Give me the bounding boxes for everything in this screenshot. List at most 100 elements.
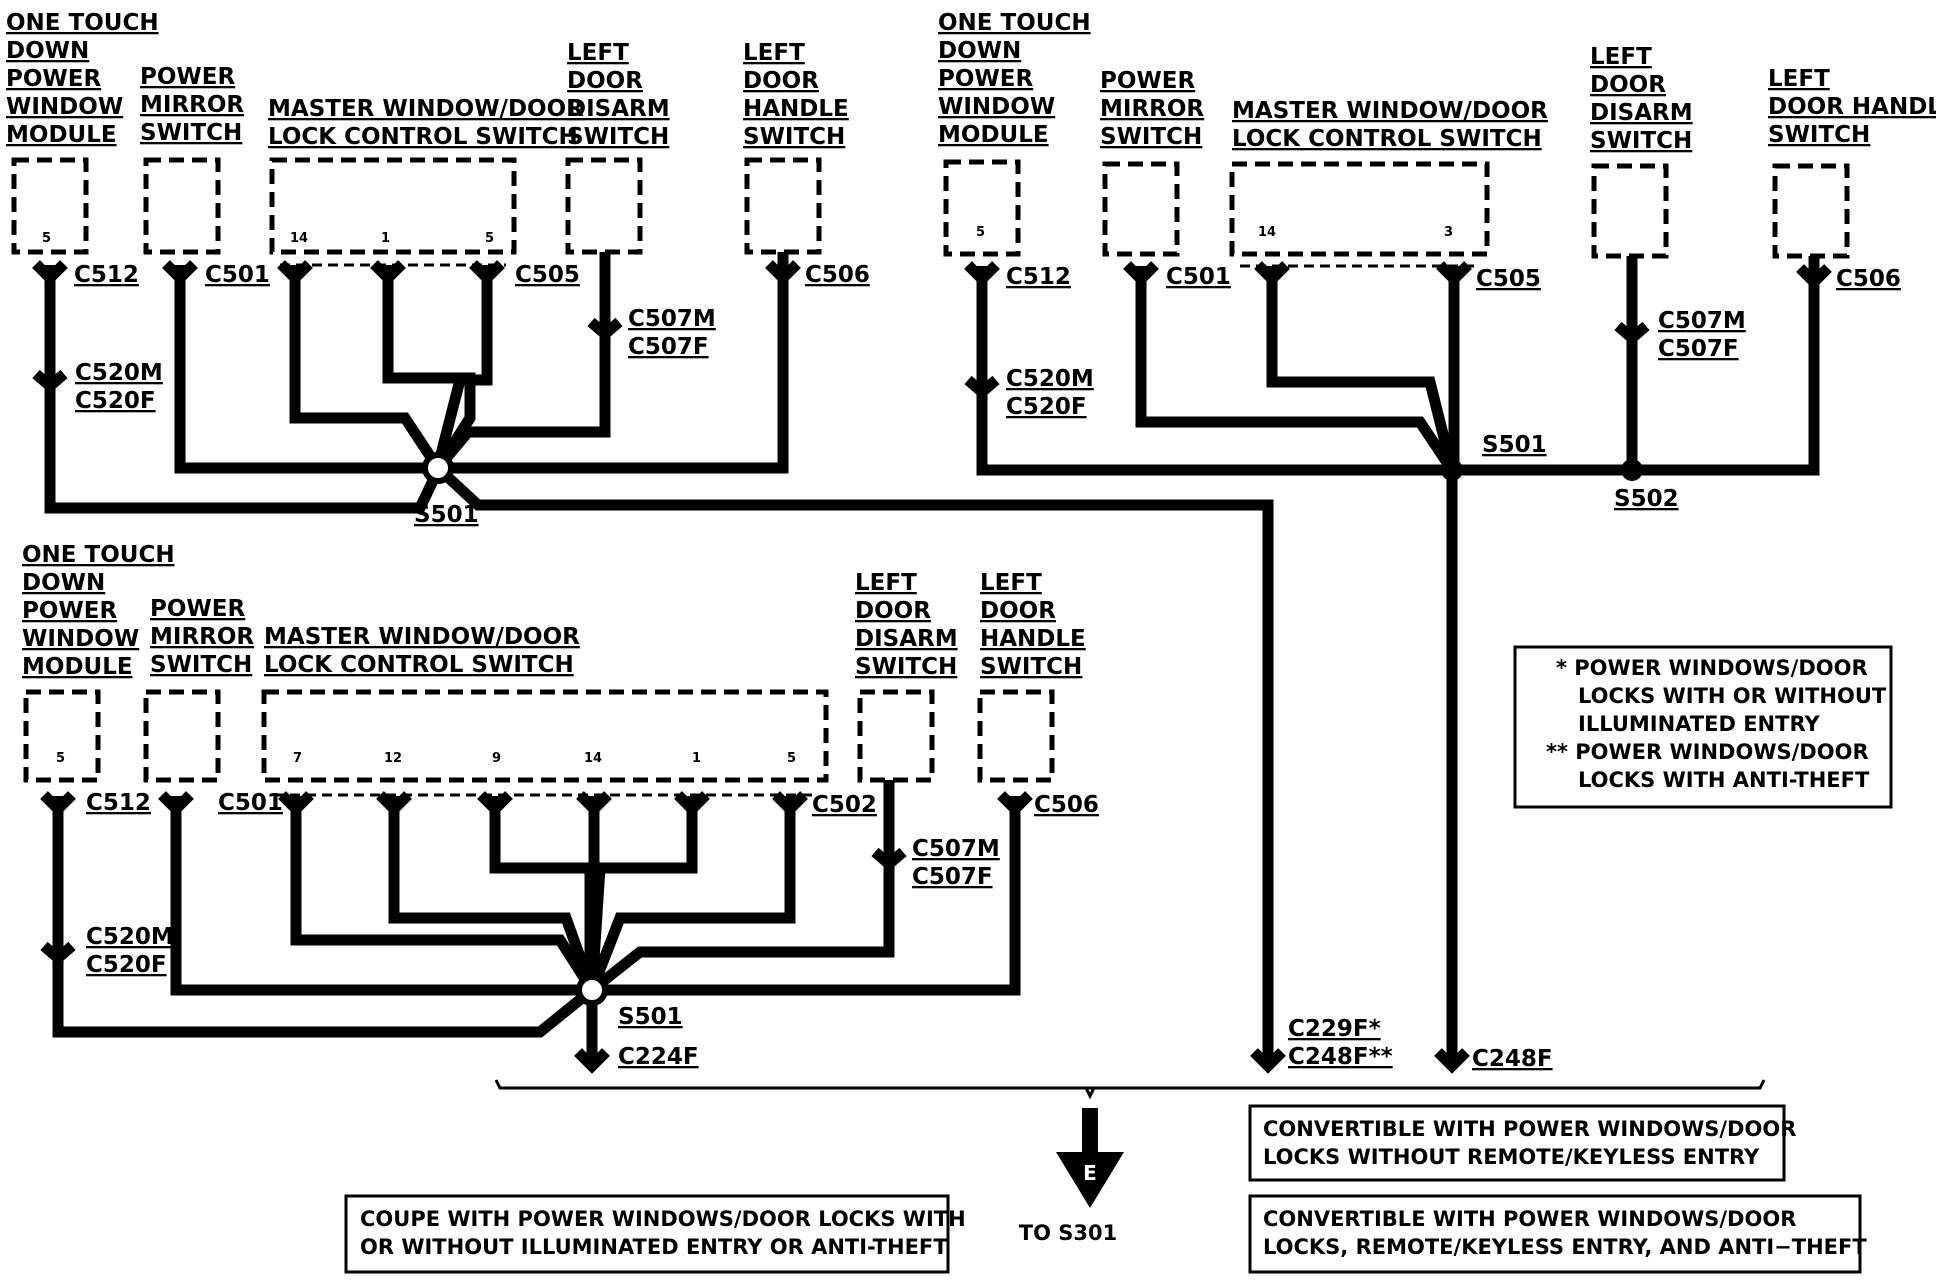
disarm-switch-label: LEFT DOOR DISARM SWITCH [855, 570, 958, 680]
svg-text:LOCKS WITH ANTI-THEFT: LOCKS WITH ANTI-THEFT [1578, 768, 1870, 792]
splice-s501-node [422, 452, 454, 484]
svg-text:DOOR: DOOR [567, 68, 643, 94]
connector-label: C520M [1006, 366, 1094, 392]
door-handle-switch-box [744, 157, 822, 255]
ground-destination-label: TO S301 [1019, 1221, 1117, 1245]
connector-chevron [1614, 321, 1650, 346]
connector-label: C507F [1658, 336, 1739, 362]
splice-s502-node [1621, 459, 1643, 481]
pin-label: 12 [384, 751, 402, 766]
svg-text:LOCK CONTROL SWITCH: LOCK CONTROL SWITCH [1232, 126, 1542, 152]
pin-label: 9 [492, 751, 501, 766]
one-touch-module-box [11, 157, 89, 255]
svg-text:SWITCH: SWITCH [980, 654, 1082, 680]
svg-text:ONE TOUCH: ONE TOUCH [6, 10, 159, 36]
svg-text:DOOR: DOOR [743, 68, 819, 94]
connector-label: C501 [218, 790, 283, 816]
svg-text:POWER: POWER [1100, 68, 1195, 94]
power-mirror-switch-box [143, 157, 221, 255]
disarm-switch-label: LEFT DOOR DISARM SWITCH [1590, 44, 1693, 154]
svg-text:DOWN: DOWN [22, 570, 105, 596]
ground-bracket-tick [1084, 1087, 1096, 1100]
svg-text:LOCK CONTROL SWITCH: LOCK CONTROL SWITCH [264, 652, 574, 678]
connector-label: C506 [805, 262, 870, 288]
svg-text:ONE TOUCH: ONE TOUCH [22, 542, 175, 568]
svg-text:SWITCH: SWITCH [1768, 122, 1870, 148]
connector-label: C248F** [1288, 1044, 1393, 1070]
connector-label: C512 [74, 262, 139, 288]
connector-chevron [278, 791, 314, 817]
one-touch-module-label: ONE TOUCH DOWN POWER WINDOW MODULE [22, 542, 175, 680]
svg-text:MODULE: MODULE [22, 654, 133, 680]
svg-text:MASTER WINDOW/DOOR: MASTER WINDOW/DOOR [1232, 98, 1548, 124]
svg-text:OR WITHOUT ILLUMINATED ENTRY O: OR WITHOUT ILLUMINATED ENTRY OR ANTI-THE… [360, 1235, 948, 1259]
pin-label: 14 [584, 751, 602, 766]
svg-text:LEFT: LEFT [980, 570, 1042, 596]
svg-text:WINDOW: WINDOW [6, 94, 123, 120]
connector-label: C505 [515, 262, 580, 288]
connector-label: C224F [618, 1044, 699, 1070]
svg-text:MODULE: MODULE [938, 122, 1049, 148]
svg-text:MASTER WINDOW/DOOR: MASTER WINDOW/DOOR [268, 96, 584, 122]
splice-label: S501 [414, 502, 479, 528]
splice-label: S502 [1614, 486, 1679, 512]
svg-text:DOOR: DOOR [980, 598, 1056, 624]
pin-label: 1 [381, 231, 390, 246]
connector-chevron [370, 260, 406, 286]
svg-text:POWER: POWER [6, 66, 101, 92]
connector-chevron [772, 791, 808, 817]
svg-text:DISARM: DISARM [855, 626, 958, 652]
connector-chevron [1254, 261, 1290, 287]
svg-text:SWITCH: SWITCH [140, 120, 242, 146]
svg-text:* POWER WINDOWS/DOOR: * POWER WINDOWS/DOOR [1556, 656, 1868, 680]
pin-label: 3 [1444, 225, 1453, 240]
pin-label: 7 [293, 751, 302, 766]
svg-text:POWER: POWER [140, 64, 235, 90]
connector-label: C520F [1006, 394, 1087, 420]
connector-chevron [964, 375, 1000, 400]
door-handle-switch-box [1772, 163, 1850, 259]
connector-label: C507M [1658, 308, 1746, 334]
power-mirror-switch-label: POWER MIRROR SWITCH [1100, 68, 1204, 150]
master-switch-label: MASTER WINDOW/DOOR LOCK CONTROL SWITCH [268, 96, 584, 150]
caption-convertible-remote: CONVERTIBLE WITH POWER WINDOWS/DOOR LOCK… [1248, 1194, 1867, 1274]
disarm-switch-box [857, 689, 935, 783]
one-touch-module-box [943, 159, 1021, 257]
disarm-switch-label: LEFT DOOR DISARM SWITCH [567, 40, 670, 150]
variant-top-left: ONE TOUCH DOWN POWER WINDOW MODULE POWER… [6, 10, 1286, 1074]
svg-text:SWITCH: SWITCH [567, 124, 669, 150]
svg-text:LEFT: LEFT [567, 40, 629, 66]
door-handle-switch-label: LEFT DOOR HANDLE SWITCH [980, 570, 1086, 680]
master-switch-label: MASTER WINDOW/DOOR LOCK CONTROL SWITCH [264, 624, 580, 678]
connector-label: C501 [205, 262, 270, 288]
connector-chevron [477, 791, 513, 817]
ground-letter: E [1083, 1161, 1097, 1185]
connector-label: C507M [628, 306, 716, 332]
svg-text:HANDLE: HANDLE [743, 96, 849, 122]
door-handle-switch-box [977, 689, 1055, 783]
connector-label: C229F* [1288, 1016, 1381, 1042]
svg-text:LOCKS, REMOTE/KEYLESS ENTRY, A: LOCKS, REMOTE/KEYLESS ENTRY, AND ANTI−TH… [1263, 1235, 1867, 1259]
svg-text:LEFT: LEFT [855, 570, 917, 596]
connector-chevron [277, 260, 313, 286]
wiring [44, 252, 1274, 1065]
master-switch-label: MASTER WINDOW/DOOR LOCK CONTROL SWITCH [1232, 98, 1548, 152]
splice-label: S501 [1482, 432, 1547, 458]
svg-text:LOCK CONTROL SWITCH: LOCK CONTROL SWITCH [268, 124, 578, 150]
pin-label: 5 [787, 751, 796, 766]
variant-top-right: ONE TOUCH DOWN POWER WINDOW MODULE POWER… [938, 10, 1936, 1074]
connector-label: C520F [75, 388, 156, 414]
connector-label: C502 [812, 792, 877, 818]
svg-text:LOCKS WITH OR WITHOUT: LOCKS WITH OR WITHOUT [1578, 684, 1887, 708]
ground-arrow-icon [1056, 1152, 1124, 1208]
svg-text:MODULE: MODULE [6, 122, 117, 148]
disarm-switch-box [565, 157, 643, 255]
wiring [976, 256, 1820, 1065]
connector-chevron [469, 260, 505, 286]
wiring [52, 780, 1021, 1065]
connector-label: C507M [912, 836, 1000, 862]
pin-label: 1 [692, 751, 701, 766]
svg-text:CONVERTIBLE WITH POWER WINDOWS: CONVERTIBLE WITH POWER WINDOWS/DOOR [1263, 1117, 1796, 1141]
svg-text:ONE TOUCH: ONE TOUCH [938, 10, 1091, 36]
